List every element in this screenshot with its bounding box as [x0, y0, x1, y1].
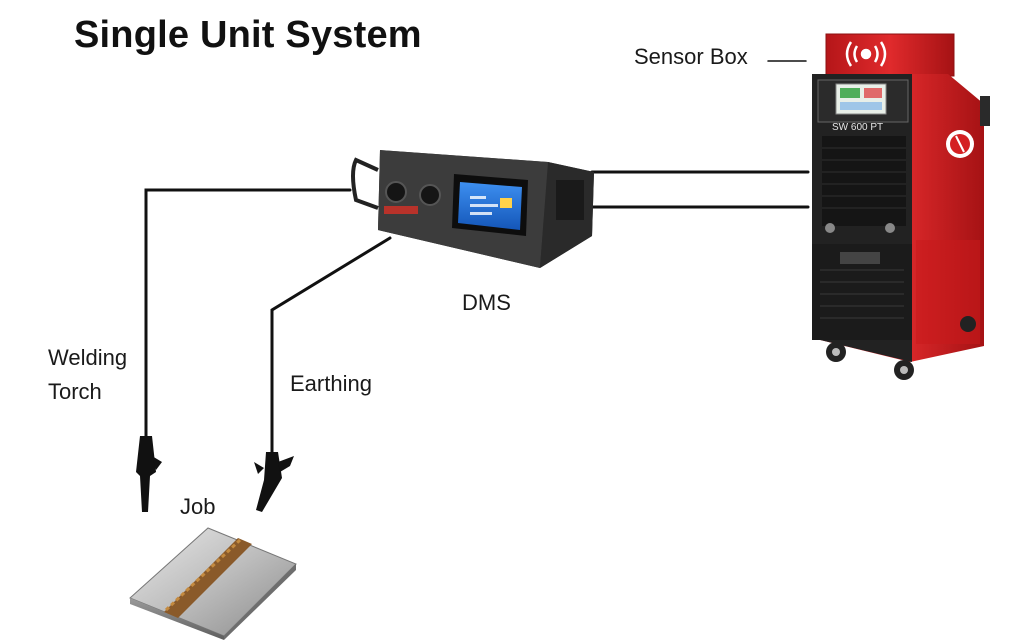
connection-cables: [144, 60, 810, 457]
welding-torch-label: Welding Torch: [48, 341, 127, 409]
earthing-cable: [270, 236, 392, 457]
welding-machine: SW 600 PT: [812, 33, 990, 380]
earthing-clamp-icon: [254, 452, 294, 512]
sensor-box-label: Sensor Box: [634, 44, 748, 69]
job-workpiece: [129, 527, 297, 640]
dms-unit: [351, 150, 594, 268]
job-label: Job: [180, 494, 216, 519]
wireless-signal-icon: [845, 41, 887, 67]
welding-torch-cable: [144, 188, 352, 440]
machine-model-text: SW 600 PT: [832, 122, 883, 133]
welding-torch-label-line1: Welding: [48, 345, 128, 370]
dms-label: DMS: [462, 290, 511, 315]
diagram-title: Single Unit System: [74, 14, 422, 56]
dms-connector-right: [419, 184, 441, 206]
dms-handle: [351, 157, 379, 210]
welding-torch-clamp-icon: [136, 436, 162, 512]
sensor-box: [825, 33, 955, 77]
welding-torch-label-line2: Torch: [48, 379, 102, 404]
earthing-label: Earthing: [290, 371, 372, 396]
dms-connector-left: [385, 181, 407, 203]
